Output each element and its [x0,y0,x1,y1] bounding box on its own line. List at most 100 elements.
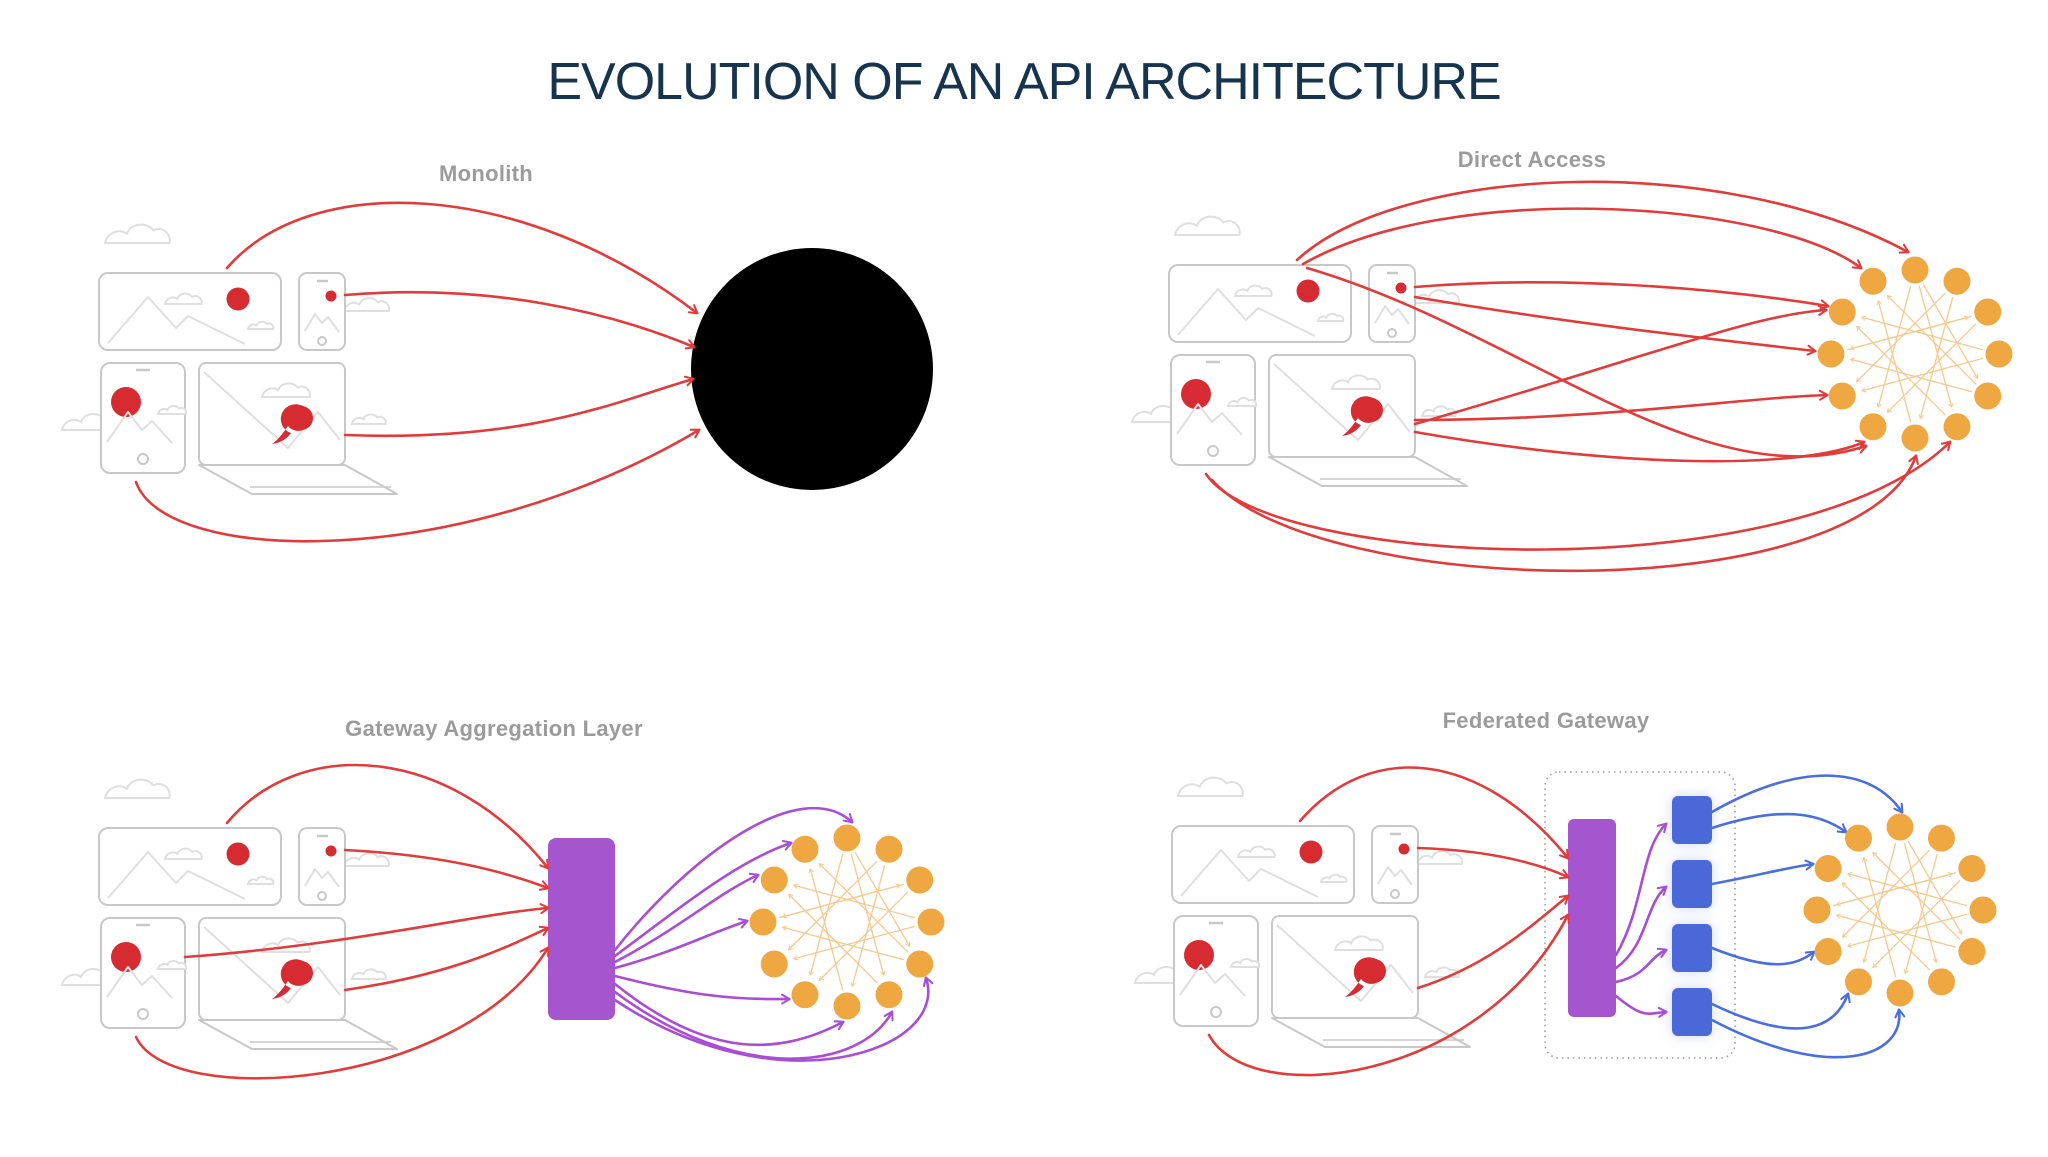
cloud-icon [156,405,188,415]
panel-label-monolith: Monolith [438,161,534,186]
microservice-node [875,981,903,1009]
microservice-node [1985,340,2013,368]
cloud-icon [246,875,275,885]
microservice-node [1886,979,1914,1007]
cloud-icon [246,320,275,330]
microservices-ring [749,824,945,1020]
cloud-icon [1316,312,1345,322]
microservice-node [1845,824,1872,852]
cloud-icon [342,852,391,867]
panel-federated-gateway [1133,766,1906,1077]
microservice-node [1974,382,2002,410]
microservice-node [1814,938,1842,965]
dgs-rect [1672,796,1712,844]
microservice-node [1828,298,1856,326]
cloud-icon [342,297,391,312]
phone-icon [298,827,346,906]
microservice-node [917,908,945,936]
microservice-node [1886,813,1914,841]
microservice-node [1901,256,1929,284]
microservice-node [791,835,819,863]
microservice-node [791,981,819,1009]
panel-label-direct-access: Direct Access [1457,147,1607,172]
monolith-circle [691,248,933,490]
microservice-node [1928,824,1955,852]
laptop-icon [198,917,398,1050]
microservice-node [1943,267,1971,295]
cloud-icon [1333,935,1384,951]
microservice-node [833,824,861,852]
microservice-node [1845,968,1872,996]
microservice-node [1958,938,1986,965]
phone-icon [298,272,346,351]
tablet-icon [100,362,188,474]
microservice-node [1814,855,1842,882]
cloud-icon [156,960,188,970]
microservice-node [1943,413,1971,441]
microservice-node [906,950,934,978]
tv-icon [98,272,282,351]
panel-label-gateway-aggregation: Gateway Aggregation Layer [345,716,643,741]
panel-label-federated-gateway: Federated Gateway [1442,708,1650,733]
microservice-node [1969,896,1997,924]
cloud-icon [163,847,203,860]
mesh-links [778,851,916,991]
client-request-arrows [134,763,550,1080]
microservice-node [760,866,788,894]
cloud-icon [163,292,203,305]
cloud-icon [1233,284,1273,297]
panel-monolith [60,201,933,543]
client-devices [60,223,398,495]
microservices-ring [1817,256,2013,452]
microservice-node [1859,267,1887,295]
client-request-arrows [1207,766,1570,1077]
tablet-icon [1173,915,1261,1027]
cloud-icon [260,382,311,398]
panel-direct-access [1130,180,1952,573]
microservice-node [875,835,903,863]
laptop-icon [1268,354,1468,487]
phone-icon [1371,825,1419,904]
dgs-rect [1672,924,1712,972]
cloud-icon [350,413,387,425]
client-devices [1130,215,1468,487]
cloud-icon [1330,374,1381,390]
microservice-node [1958,855,1986,882]
cloud-icon [103,223,171,244]
microservice-node [1828,382,1856,410]
microservice-node [1859,413,1887,441]
microservice-node [749,908,777,936]
tablet-icon [100,917,188,1029]
cloud-icon [1229,958,1261,968]
microservice-node [1817,340,1845,368]
cloud-icon [1236,845,1276,858]
laptop-icon [1271,915,1471,1048]
panel-gateway-aggregation [60,763,934,1080]
phone-icon [1368,264,1416,343]
microservice-node [1901,424,1929,452]
microservice-node [760,950,788,978]
cloud-icon [1176,776,1244,797]
client-request-arrows [1204,180,1952,573]
cloud-icon [103,778,171,799]
tv-icon [1168,264,1352,343]
mesh-links [1832,840,1968,978]
gateway-fanout-arrows [613,806,934,1062]
page-title: EVOLUTION OF AN API ARCHITECTURE [547,53,1501,111]
tablet-icon [1170,354,1258,466]
gateway-to-dgs-arrows [1614,822,1668,1018]
laptop-icon [198,362,398,495]
client-request-arrows [134,201,701,543]
dgs-rect [1672,988,1712,1036]
cloud-icon [1173,215,1241,236]
gateway-rect [548,838,615,1020]
cloud-icon [1319,873,1348,883]
microservice-node [906,866,934,894]
tv-icon [1171,825,1355,904]
cloud-icon [1415,850,1464,865]
cloud-icon [1226,397,1258,407]
microservice-node [1803,896,1831,924]
dgs-to-microservice-arrows [1710,774,1906,1059]
